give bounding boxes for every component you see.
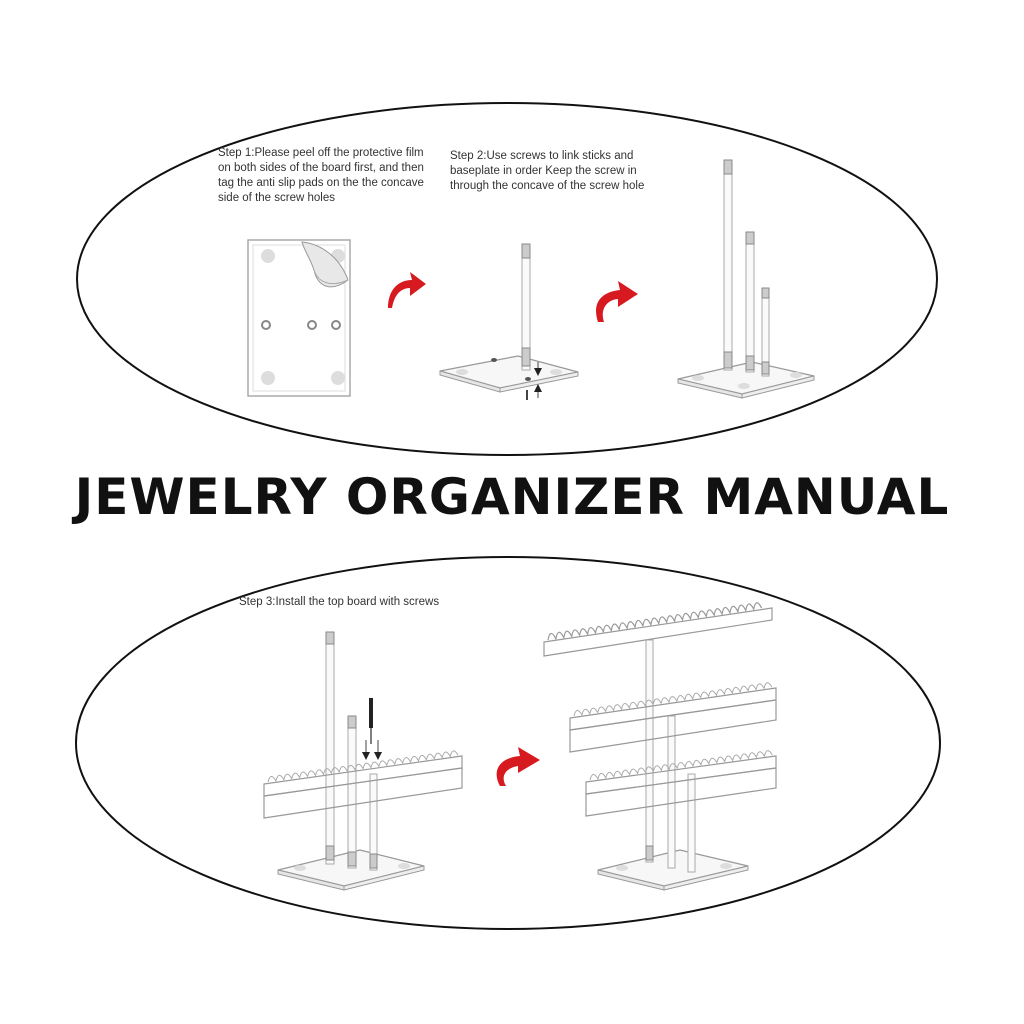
- step-3-instruction: Step 3:Install the top board with screws: [239, 595, 499, 610]
- manual-title: JEWELRY ORGANIZER MANUAL: [74, 468, 950, 526]
- step-3-label: Step 3:: [239, 596, 276, 608]
- assembled-organizer-drawing: [543, 602, 777, 891]
- step-2-text: Use screws to link sticks and baseplate …: [450, 150, 645, 192]
- step-2-instruction: Step 2:Use screws to link sticks and bas…: [450, 149, 650, 194]
- single-stick-base-drawing: [439, 243, 579, 400]
- step-1-text: Please peel off the protective film on b…: [218, 147, 424, 204]
- baseplate-board-drawing: [247, 239, 351, 397]
- red-arrow-1: [388, 272, 426, 308]
- step-2-label: Step 2:: [450, 150, 487, 162]
- step-1-instruction: Step 1:Please peel off the protective fi…: [218, 146, 428, 206]
- red-arrow-2: [596, 281, 638, 322]
- step-3-panel: [75, 556, 941, 930]
- step-1-2-panel: [76, 102, 938, 456]
- step-3-text: Install the top board with screws: [275, 596, 440, 608]
- red-arrow-3: [496, 747, 540, 786]
- step-1-label: Step 1:: [218, 147, 255, 159]
- three-stick-base-drawing: [677, 159, 815, 399]
- top-board-install-drawing: [263, 631, 463, 891]
